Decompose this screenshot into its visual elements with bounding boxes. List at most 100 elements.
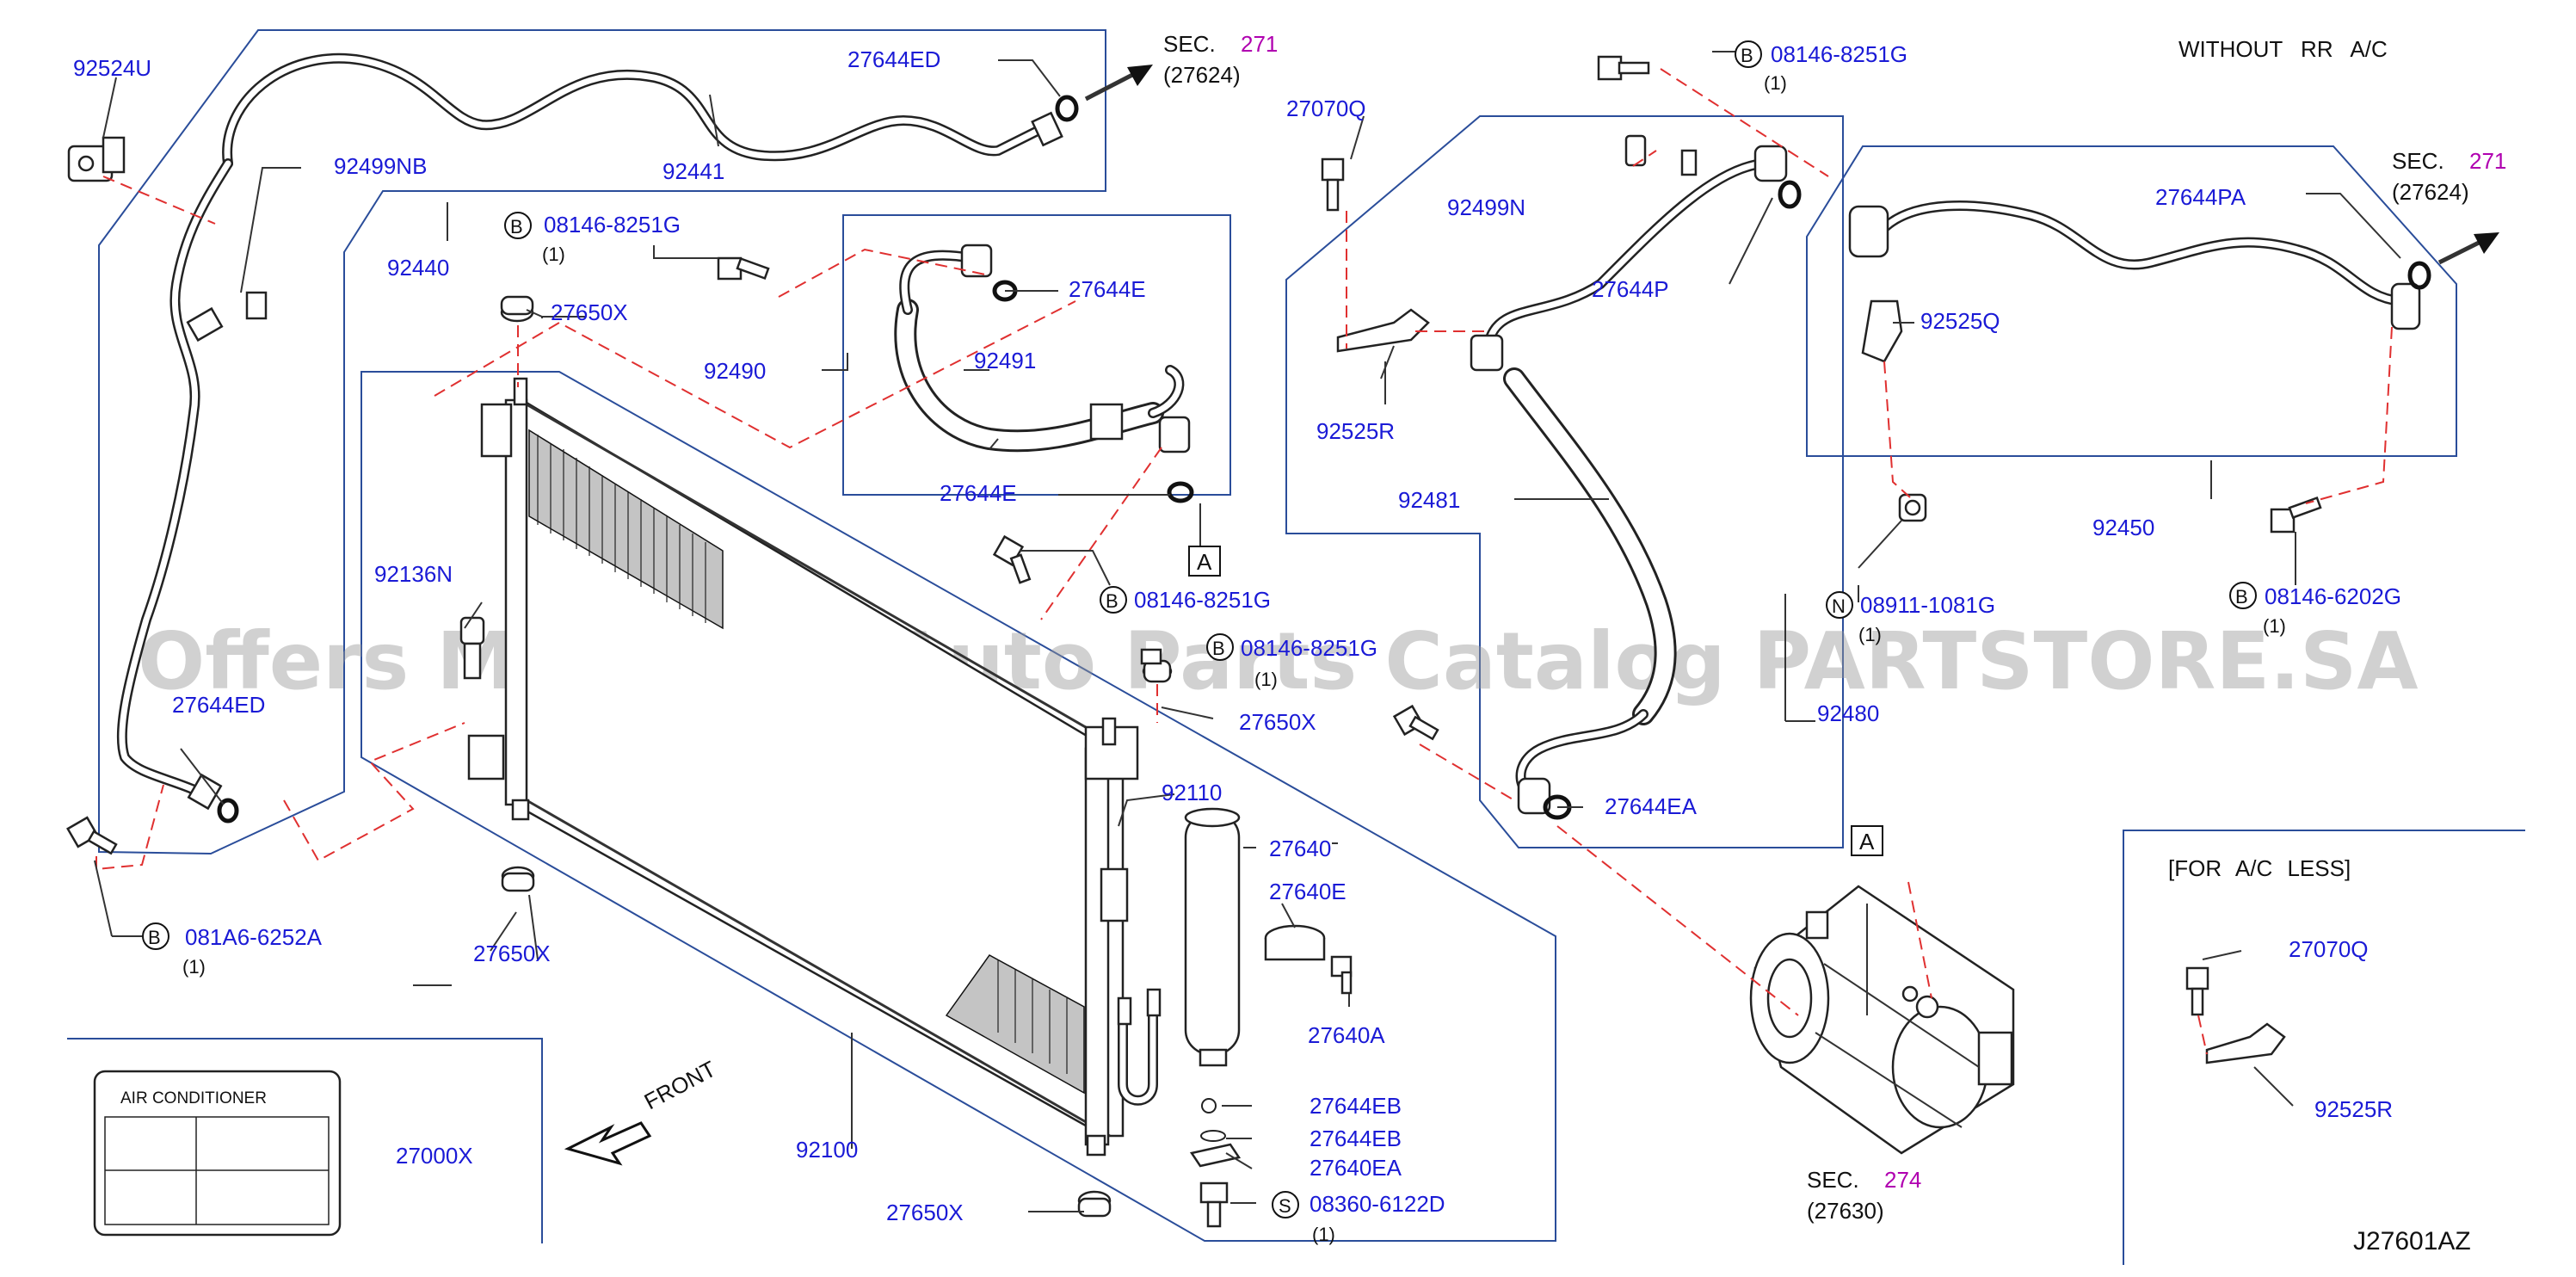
svg-text:B: B <box>1106 590 1119 612</box>
svg-text:(1): (1) <box>2263 615 2286 637</box>
part-label-27070Q-b[interactable]: 27070Q <box>2289 936 2369 962</box>
mount-27650X-icons <box>500 295 1173 1218</box>
part-label-08146-8251G-b[interactable]: 08146-8251G <box>1134 587 1271 613</box>
part-label-27644E-a[interactable]: 27644E <box>1069 276 1146 302</box>
header-note: WITHOUT RR A/C <box>2179 36 2388 62</box>
svg-text:(1): (1) <box>1858 624 1882 645</box>
part-label-92491[interactable]: 92491 <box>974 348 1036 373</box>
leader-lines <box>94 51 2401 1212</box>
compressor-icon <box>1749 885 2015 1155</box>
part-label-92499N[interactable]: 92499N <box>1447 194 1525 220</box>
part-label-08911-1081G[interactable]: 08911-1081G <box>1860 592 1995 618</box>
label-plate-title: AIR CONDITIONER <box>120 1089 267 1107</box>
section-ref-top-right[interactable]: SEC. 271 (27624) <box>2392 148 2506 205</box>
svg-text:(1): (1) <box>182 956 206 978</box>
svg-text:A: A <box>1197 549 1212 575</box>
part-label-92100[interactable]: 92100 <box>796 1137 858 1163</box>
part-label-27640[interactable]: 27640 <box>1269 836 1331 861</box>
dashed-connectors <box>96 68 2393 1055</box>
front-arrow-icon <box>564 1121 652 1166</box>
part-label-27644EB-b[interactable]: 27644EB <box>1310 1126 1402 1151</box>
svg-text:(1): (1) <box>542 244 565 265</box>
clamp-27640E-icon <box>1264 924 1353 995</box>
ref-marker-a-top: A <box>1188 546 1221 577</box>
part-label-27000X[interactable]: 27000X <box>396 1143 473 1169</box>
svg-text:B: B <box>148 927 161 948</box>
pipe-92441 <box>222 52 1046 169</box>
pipe-92450 <box>1848 200 2421 363</box>
part-label-08146-8251G-a[interactable]: 08146-8251G <box>544 212 681 238</box>
part-label-92441[interactable]: 92441 <box>662 158 724 184</box>
part-label-27650X-a[interactable]: 27650X <box>551 299 628 325</box>
diagram-id: J27601AZ <box>2353 1227 2471 1255</box>
svg-text:(27630): (27630) <box>1807 1198 1884 1224</box>
part-label-27650X-b[interactable]: 27650X <box>1239 709 1316 735</box>
svg-text:(27624): (27624) <box>2392 179 2469 205</box>
part-label-92524U[interactable]: 92524U <box>73 55 151 81</box>
pipe-92440 <box>116 158 233 799</box>
part-label-27644P[interactable]: 27644P <box>1592 276 1669 302</box>
hose-92481 <box>1336 134 1788 815</box>
part-label-08360-6122D[interactable]: 08360-6122D <box>1310 1191 1445 1217</box>
svg-text:(27624): (27624) <box>1163 62 1241 88</box>
svg-text:SEC.: SEC. <box>1163 31 1216 57</box>
bolt-icons <box>66 55 2322 1016</box>
part-label-27640E[interactable]: 27640E <box>1269 879 1347 904</box>
svg-text:B: B <box>1741 45 1753 66</box>
part-labels: 92524U 92499NB 92440 92441 27644ED 08146… <box>73 41 2401 1245</box>
part-label-92525R-b[interactable]: 92525R <box>2314 1096 2393 1122</box>
svg-text:274: 274 <box>1884 1167 1921 1193</box>
part-label-08146-8251G-c[interactable]: 08146-8251G <box>1241 635 1377 661</box>
part-label-27644EA[interactable]: 27644EA <box>1605 793 1698 819</box>
part-label-08146-8251G-d[interactable]: 08146-8251G <box>1771 41 1907 67</box>
part-label-92525R-a[interactable]: 92525R <box>1316 418 1395 444</box>
section-ref-top-left[interactable]: SEC. 271 (27624) <box>1163 31 1278 88</box>
svg-text:B: B <box>510 216 523 238</box>
clip-92524U-icon <box>67 136 126 182</box>
svg-text:(1): (1) <box>1764 72 1787 94</box>
part-label-08146-6202G[interactable]: 08146-6202G <box>2265 583 2401 609</box>
svg-text:B: B <box>1212 638 1225 659</box>
part-label-081A6-6252A[interactable]: 081A6-6252A <box>185 924 323 950</box>
part-label-92525Q[interactable]: 92525Q <box>1920 308 2000 334</box>
part-label-27650X-c[interactable]: 27650X <box>473 941 551 966</box>
svg-text:A: A <box>1859 829 1875 854</box>
ref-marker-a-compressor: A <box>1851 825 1883 856</box>
svg-text:(1): (1) <box>1312 1224 1335 1245</box>
part-label-27644EB-a[interactable]: 27644EB <box>1310 1093 1402 1119</box>
svg-text:S: S <box>1279 1195 1291 1217</box>
svg-text:271: 271 <box>2469 148 2506 174</box>
ac-less-note: [FOR A/C LESS] <box>2168 855 2351 881</box>
svg-text:SEC.: SEC. <box>2392 148 2444 174</box>
part-label-92110[interactable]: 92110 <box>1162 780 1222 805</box>
part-label-27644PA[interactable]: 27644PA <box>2155 184 2246 210</box>
part-label-92480[interactable]: 92480 <box>1817 700 1879 726</box>
part-label-92499NB[interactable]: 92499NB <box>334 153 427 179</box>
bracket-92525R-icon <box>2205 1022 2286 1064</box>
part-label-27640EA[interactable]: 27640EA <box>1310 1155 1402 1181</box>
section-ref-compressor[interactable]: SEC. 274 (27630) <box>1807 1167 1921 1224</box>
part-label-92440[interactable]: 92440 <box>387 255 449 281</box>
svg-text:N: N <box>1832 595 1846 617</box>
part-label-27640A[interactable]: 27640A <box>1308 1022 1385 1048</box>
hose-92491 <box>894 244 1191 453</box>
svg-text:271: 271 <box>1241 31 1278 57</box>
condenser-92100-icon <box>467 377 1162 1157</box>
svg-text:SEC.: SEC. <box>1807 1167 1859 1193</box>
svg-text:B: B <box>2235 586 2248 608</box>
part-label-92136N[interactable]: 92136N <box>374 561 453 587</box>
part-label-92481[interactable]: 92481 <box>1398 487 1460 513</box>
part-label-27644ED-top[interactable]: 27644ED <box>847 46 940 72</box>
part-label-27644ED-left[interactable]: 27644ED <box>172 692 265 718</box>
svg-text:(1): (1) <box>1254 669 1278 690</box>
part-label-92450[interactable]: 92450 <box>2092 515 2154 540</box>
part-label-27070Q-a[interactable]: 27070Q <box>1286 96 1366 121</box>
assembly-outlines <box>67 29 2525 1265</box>
part-label-27650X-d[interactable]: 27650X <box>886 1200 964 1225</box>
direction-arrows <box>1084 65 2499 265</box>
part-label-92490[interactable]: 92490 <box>704 358 766 384</box>
part-label-27644E-b[interactable]: 27644E <box>940 480 1017 506</box>
receiver-drier-27640-icon <box>1184 807 1241 1067</box>
sensor-92136N-icon <box>459 616 485 680</box>
